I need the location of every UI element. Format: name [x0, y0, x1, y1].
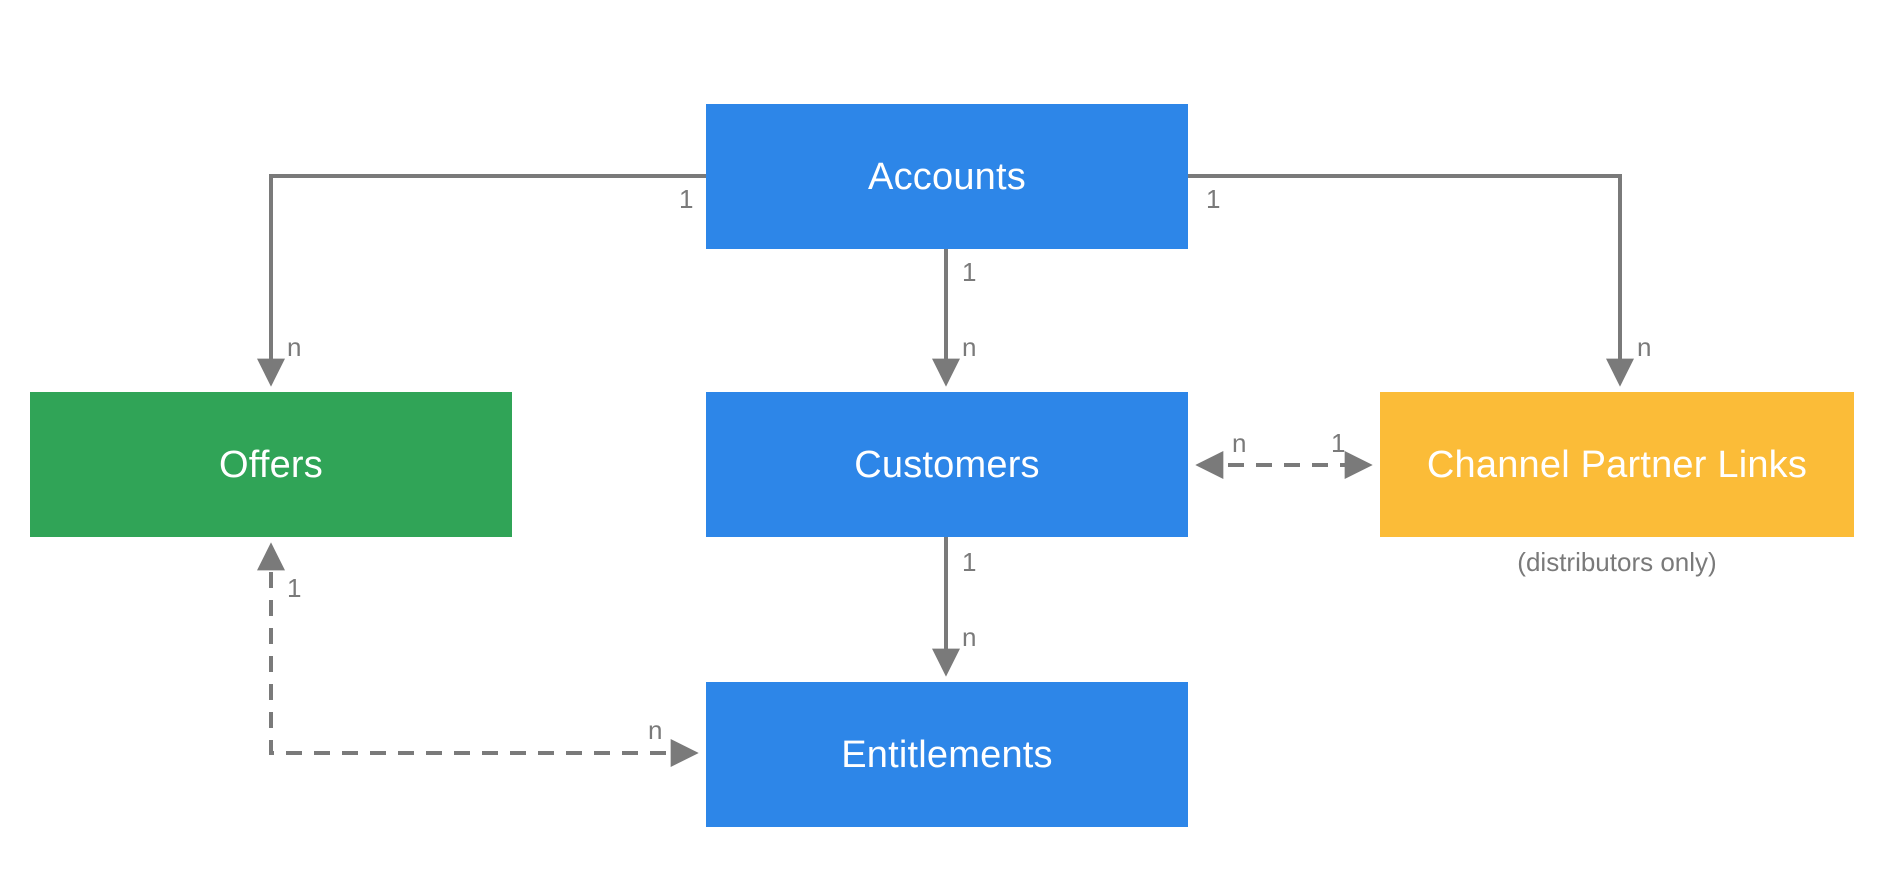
edge-label-customers-channel-partner-links-n: n [1232, 428, 1247, 458]
edge-offers-entitlements [257, 542, 699, 767]
edge-label-accounts-channel-partner-links-one: 1 [1206, 184, 1221, 214]
node-entitlements-label: Entitlements [841, 733, 1053, 776]
edge-label-accounts-customers-n: n [962, 332, 977, 362]
node-offers[interactable]: Offers [30, 392, 512, 537]
edge-label-customers-entitlements-n: n [962, 622, 977, 652]
edge-label-accounts-offers-n: n [287, 332, 302, 362]
edge-label-customers-channel-partner-links-one: 1 [1331, 428, 1346, 458]
node-customers[interactable]: Customers [706, 392, 1188, 537]
node-accounts[interactable]: Accounts [706, 104, 1188, 249]
edge-label-accounts-offers-one: 1 [679, 184, 694, 214]
edge-label-accounts-customers-one: 1 [962, 257, 977, 287]
edge-accounts-channel-partner-links [1188, 174, 1634, 387]
edge-accounts-offers [257, 174, 706, 387]
edge-label-accounts-channel-partner-links-n: n [1637, 332, 1652, 362]
node-channel-partner-links-caption: (distributors only) [1517, 547, 1717, 577]
node-channel-partner-links-label: Channel Partner Links [1426, 443, 1808, 486]
edge-label-offers-entitlements-one: 1 [287, 573, 302, 603]
node-channel-partner-links[interactable]: Channel Partner Links [1380, 392, 1854, 537]
node-customers-label: Customers [854, 443, 1040, 486]
edge-label-customers-entitlements-one: 1 [962, 547, 977, 577]
edge-label-offers-entitlements-n: n [648, 715, 663, 745]
node-offers-label: Offers [219, 443, 323, 486]
node-entitlements[interactable]: Entitlements [706, 682, 1188, 827]
node-accounts-label: Accounts [868, 155, 1026, 198]
